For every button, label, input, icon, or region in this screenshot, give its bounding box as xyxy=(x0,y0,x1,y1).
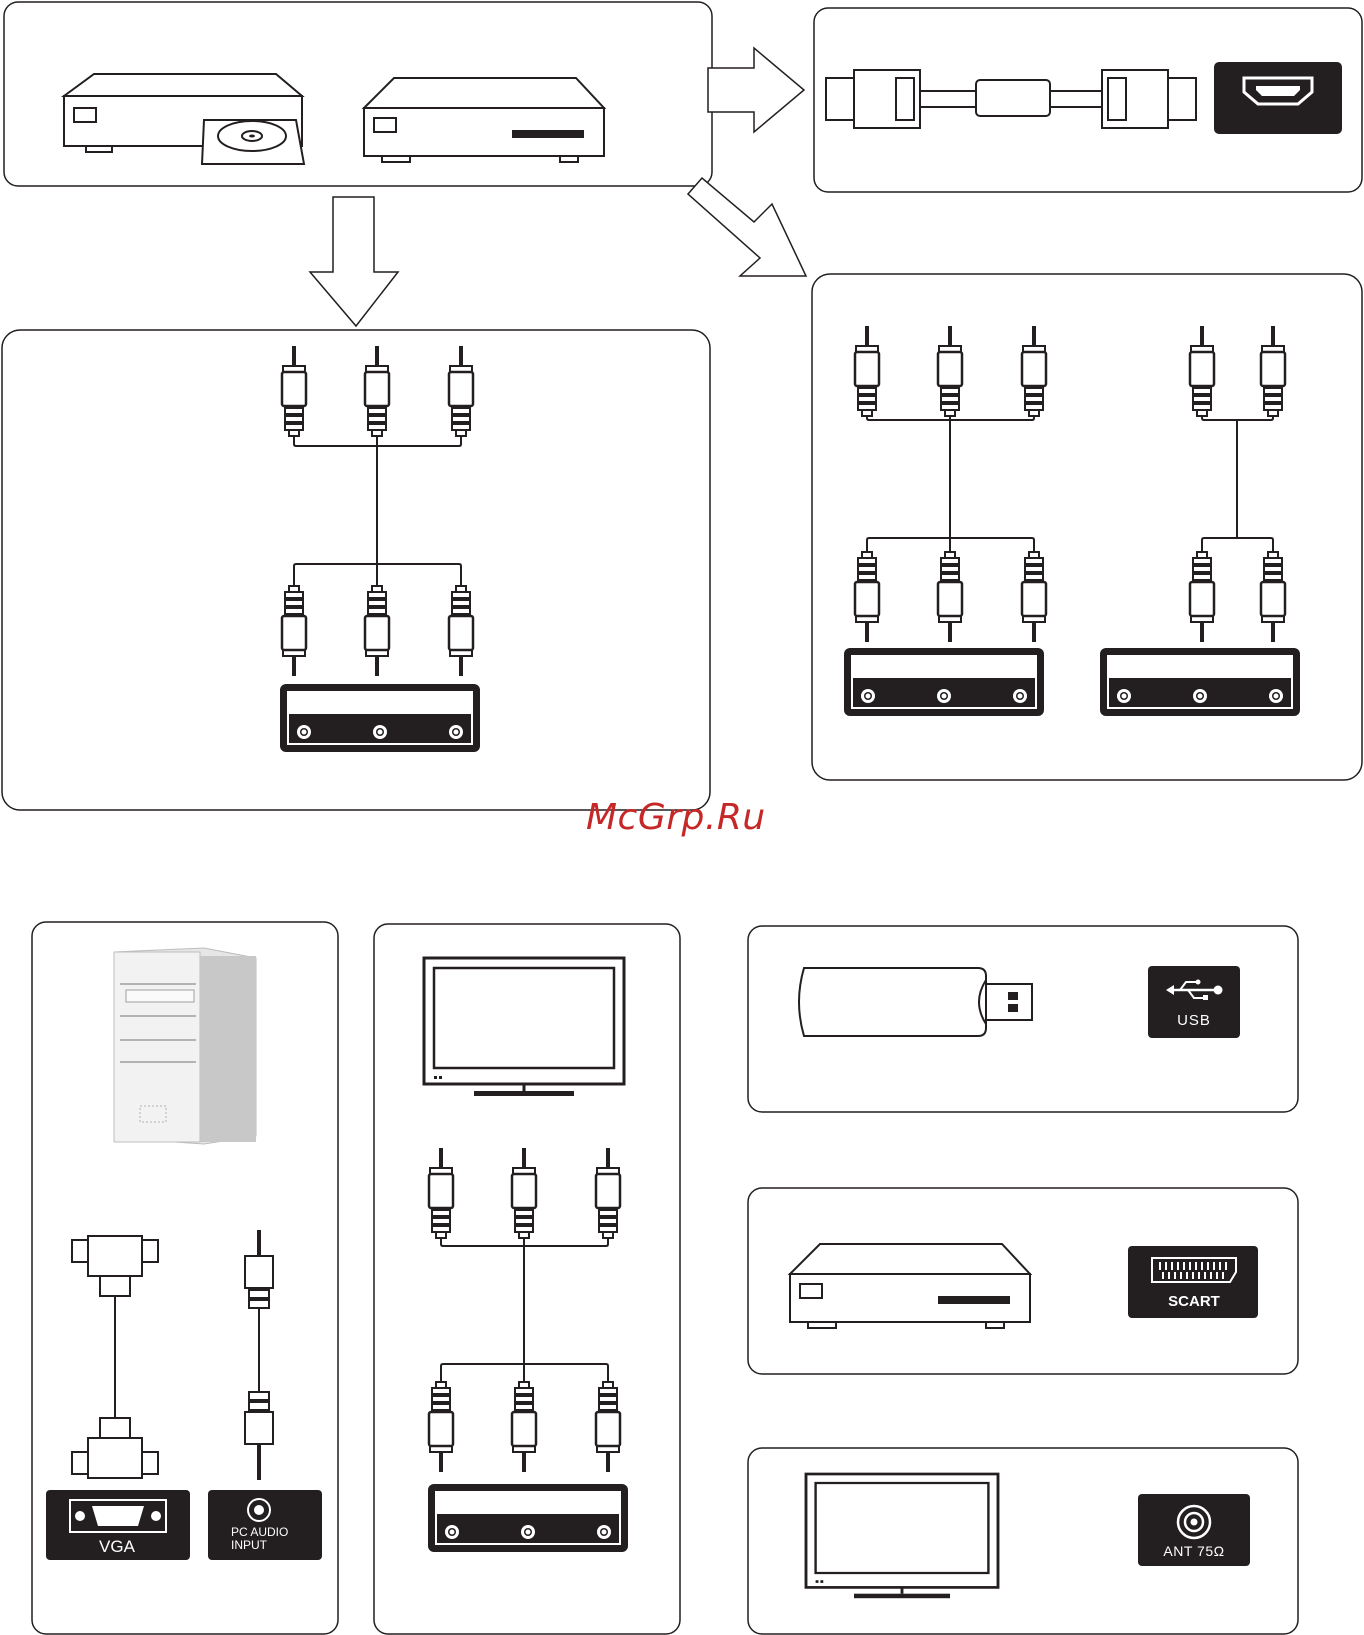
vga-port-icon: VGA xyxy=(46,1490,190,1560)
tv-monitor-icon xyxy=(424,958,624,1096)
hdmi-port-icon xyxy=(1214,62,1342,134)
rca-jack-panel-icon xyxy=(844,648,1044,716)
usb-flash-drive-icon xyxy=(799,968,1032,1036)
vga-cable-icon xyxy=(72,1236,158,1478)
set-top-box-icon xyxy=(790,1244,1030,1328)
dvd-player-icon xyxy=(64,74,304,164)
audio-cable-icon xyxy=(1190,326,1285,642)
arrow-icon xyxy=(688,178,806,276)
arrow-icon xyxy=(708,48,804,132)
rca-jack-panel-icon xyxy=(280,684,480,752)
watermark-text: McGrp.Ru xyxy=(586,797,766,838)
pc-audio-label-line2: INPUT xyxy=(231,1538,268,1552)
antenna-port-icon: ANT 75Ω xyxy=(1138,1494,1250,1566)
arrow-icon xyxy=(310,197,398,326)
usb-port-icon: USB xyxy=(1148,966,1240,1038)
audio-cable-icon xyxy=(245,1230,273,1480)
tv-monitor-icon xyxy=(806,1474,998,1598)
pc-audio-label-line1: PC AUDIO xyxy=(231,1525,288,1539)
audio-jack-icon: PC AUDIO INPUT xyxy=(208,1490,322,1560)
vga-label: VGA xyxy=(99,1537,136,1556)
composite-cable-icon xyxy=(429,1148,620,1472)
pc-tower-icon xyxy=(114,948,256,1144)
rca-jack-panel-icon xyxy=(428,1484,628,1552)
set-top-box-icon xyxy=(364,78,604,162)
rca-jack-panel-icon xyxy=(1100,648,1300,716)
usb-label: USB xyxy=(1177,1012,1211,1029)
component-cable-icon xyxy=(855,326,1046,642)
scart-port-icon: SCART xyxy=(1128,1246,1258,1318)
ant-label: ANT 75Ω xyxy=(1163,1543,1224,1559)
hdmi-cable-icon xyxy=(826,70,1196,128)
composite-cable-icon xyxy=(282,346,473,676)
scart-label: SCART xyxy=(1168,1293,1220,1310)
